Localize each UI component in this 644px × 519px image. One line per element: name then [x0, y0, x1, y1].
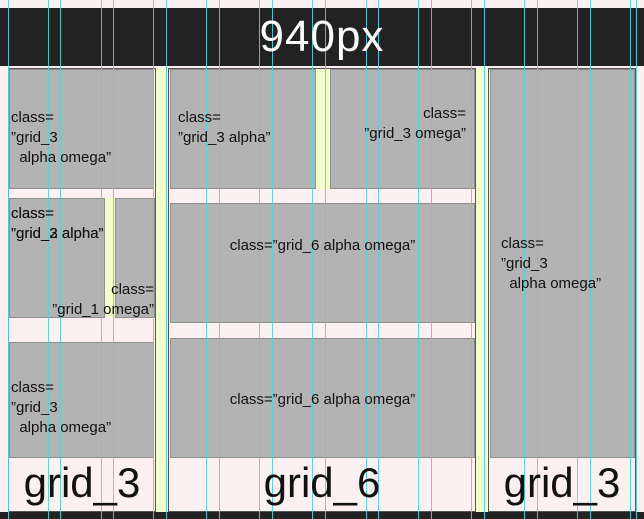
gutter [476, 68, 488, 512]
grid-guide-line [259, 0, 260, 519]
grid-guide-line [590, 0, 591, 519]
box-label: class= ”grid_3 alpha” [178, 109, 271, 146]
box-grid-3-alpha-omega-tall [490, 69, 635, 458]
box-grid-2-alpha [9, 198, 105, 318]
grid-guide-line [153, 0, 154, 519]
grid-guide-line [206, 0, 207, 519]
grid-guide-line [312, 0, 313, 519]
grid-guide-line [272, 0, 273, 519]
box-grid-3-omega [330, 69, 475, 189]
grid-guide-line [524, 0, 525, 519]
header-bar [0, 8, 644, 66]
grid-guide-line [60, 0, 61, 519]
grid-guide-line [471, 0, 472, 519]
grid-guide-line [101, 0, 102, 519]
grid-guide-line [48, 0, 49, 519]
box-label: class= ”grid_3 alpha omega” [11, 109, 112, 166]
box-grid-3-alpha-omega-bottom [9, 342, 154, 458]
grid-guide-line [378, 0, 379, 519]
box-label: class=”grid_6 alpha omega” [229, 237, 416, 254]
grid-guide-line [484, 0, 485, 519]
grid-guide-line [113, 0, 114, 519]
gutter [105, 198, 115, 318]
box-grid-3-alpha-omega-top [9, 69, 154, 189]
grid-guide-line [418, 0, 419, 519]
box-grid-6-alpha-omega-top [170, 203, 475, 323]
grid-guide-line [219, 0, 220, 519]
footer-label-grid-3-left: grid_3 [23, 459, 141, 506]
grid-guide-line [577, 0, 578, 519]
page-title: 940px [259, 12, 385, 61]
grid-guide-line [325, 0, 326, 519]
footer-label-grid-3-right: grid_3 [503, 459, 621, 506]
box-grid-3-alpha [170, 69, 316, 189]
box-label: class= ”grid_3 omega” [364, 105, 466, 142]
gutter [156, 68, 168, 512]
grid-guide-line [630, 0, 631, 519]
box-label: class=”grid_6 alpha omega” [229, 391, 416, 408]
grid-guide-line [366, 0, 367, 519]
box-grid-1-omega [115, 198, 155, 318]
gutter [316, 69, 330, 189]
box-grid-6-alpha-omega-bottom [170, 338, 475, 458]
box-label: class= ”grid_3 alpha omega” [11, 379, 112, 436]
bottom-bar [0, 512, 644, 519]
box-label: class= ”grid_3 alpha” [11, 205, 104, 242]
grid-guide-line [166, 0, 167, 519]
footer-label-grid-6: grid_6 [263, 459, 381, 506]
grid-guide-line [537, 0, 538, 519]
grid-guide-line [431, 0, 432, 519]
box-label: class= ”grid_2 alpha” [11, 205, 104, 242]
box-label: class= ”grid_3 alpha omega” [501, 235, 602, 292]
grid-guide-line [636, 0, 637, 519]
grid-guide-line [8, 0, 9, 519]
box-label: class= ”grid_1 omega” [52, 281, 154, 318]
